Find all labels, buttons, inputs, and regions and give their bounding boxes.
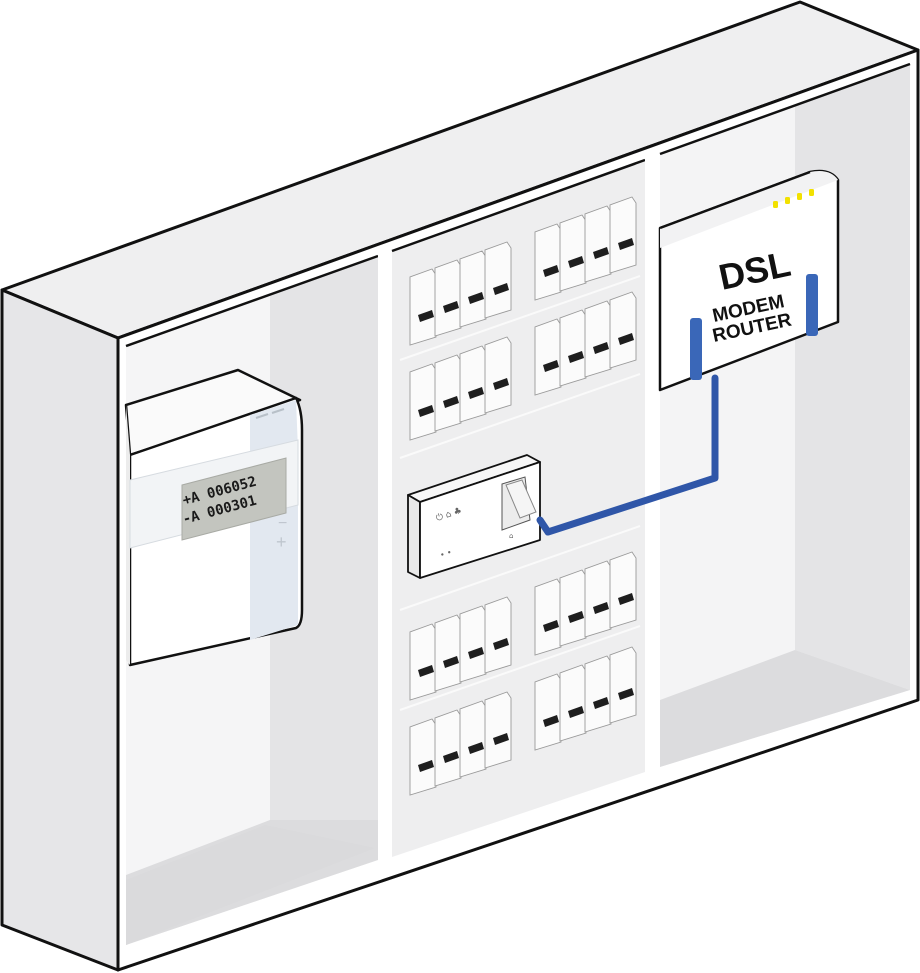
breaker-banks: [409, 196, 637, 796]
breaker-row: [534, 196, 637, 301]
breaker-toggle[interactable]: [493, 733, 509, 745]
circuit-breaker: [434, 709, 462, 787]
breaker-row: [534, 551, 637, 656]
circuit-breaker: [584, 560, 612, 638]
breaker-toggle[interactable]: [543, 715, 559, 727]
circuit-breaker: [584, 205, 612, 283]
circuit-breaker: [609, 196, 637, 274]
breaker-toggle[interactable]: [568, 611, 584, 623]
circuit-breaker: [559, 664, 587, 742]
network-cable: [536, 374, 719, 536]
breaker-toggle[interactable]: [443, 396, 459, 408]
meter-lcd-display: [181, 457, 287, 541]
cabinet-left-face: [0, 288, 120, 972]
breaker-toggle[interactable]: [618, 238, 634, 250]
circuit-breaker: [584, 300, 612, 378]
breaker-toggle[interactable]: [593, 697, 609, 709]
router-led: [785, 197, 790, 204]
circuit-breaker: [434, 259, 462, 337]
router-led: [773, 201, 778, 208]
breaker-toggle[interactable]: [468, 292, 484, 304]
breaker-row: [534, 291, 637, 396]
breaker-toggle[interactable]: [443, 301, 459, 313]
breaker-toggle[interactable]: [568, 351, 584, 363]
circuit-breaker: [609, 646, 637, 724]
breaker-row: [409, 241, 512, 346]
breaker-toggle[interactable]: [568, 706, 584, 718]
port-icon: ⌂: [509, 532, 513, 540]
breaker-toggle[interactable]: [543, 265, 559, 277]
breaker-toggle[interactable]: [468, 387, 484, 399]
breaker-toggle[interactable]: [493, 638, 509, 650]
circuit-breaker: [534, 223, 562, 301]
breaker-toggle[interactable]: [418, 760, 434, 772]
circuit-breaker: [409, 363, 437, 441]
breaker-toggle[interactable]: [418, 405, 434, 417]
meter-plus-button[interactable]: +: [276, 532, 287, 552]
circuit-breaker: [534, 673, 562, 751]
circuit-breaker: [409, 718, 437, 796]
breaker-row: [409, 336, 512, 441]
breaker-toggle[interactable]: [618, 333, 634, 345]
circuit-breaker: [484, 691, 512, 769]
breaker-toggle[interactable]: [543, 360, 559, 372]
meter-indicator-dash: [255, 413, 269, 419]
circuit-breaker: [609, 551, 637, 629]
breaker-toggle[interactable]: [543, 620, 559, 632]
router-bracket-right: [806, 274, 818, 336]
circuit-breaker: [584, 655, 612, 733]
router-led: [797, 193, 802, 200]
breaker-toggle[interactable]: [593, 602, 609, 614]
breaker-toggle[interactable]: [493, 378, 509, 390]
circuit-breaker: [409, 268, 437, 346]
meter-minus-button[interactable]: −: [278, 515, 287, 532]
electricity-meter: +A 006052 -A 000301 − +: [124, 368, 304, 667]
breaker-toggle[interactable]: [418, 665, 434, 677]
circuit-breaker: [484, 596, 512, 674]
right-compartment: [659, 62, 911, 767]
breaker-toggle[interactable]: [443, 656, 459, 668]
circuit-breaker: [434, 614, 462, 692]
router-status-leds: [773, 189, 814, 208]
circuit-breaker: [534, 578, 562, 656]
router-bracket-left: [690, 318, 702, 380]
breaker-toggle[interactable]: [618, 593, 634, 605]
circuit-breaker: [559, 569, 587, 647]
circuit-breaker: [484, 336, 512, 414]
breaker-row: [409, 596, 512, 701]
circuit-breaker: [434, 354, 462, 432]
breaker-toggle[interactable]: [568, 256, 584, 268]
circuit-breaker: [559, 214, 587, 292]
circuit-breaker: [484, 241, 512, 319]
breaker-row: [534, 646, 637, 751]
circuit-breaker: [459, 345, 487, 423]
router-led: [809, 189, 814, 196]
circuit-breaker: [409, 623, 437, 701]
circuit-breaker: [609, 291, 637, 369]
breaker-toggle[interactable]: [493, 283, 509, 295]
circuit-breaker: [459, 250, 487, 328]
circuit-breaker: [559, 309, 587, 387]
breaker-toggle[interactable]: [618, 688, 634, 700]
circuit-breaker: [459, 700, 487, 778]
breaker-toggle[interactable]: [468, 742, 484, 754]
powerline-adapter: ⏻ ⌂ ♣ • • ⌂: [407, 454, 541, 579]
dsl-modem-router: DSL MODEM ROUTER: [658, 169, 840, 392]
circuit-breaker: [534, 318, 562, 396]
breaker-toggle[interactable]: [468, 647, 484, 659]
breaker-toggle[interactable]: [443, 751, 459, 763]
breaker-toggle[interactable]: [418, 310, 434, 322]
breaker-toggle[interactable]: [593, 342, 609, 354]
circuit-breaker: [459, 605, 487, 683]
lower-status-icons: • •: [439, 548, 453, 560]
breaker-row: [409, 691, 512, 796]
breaker-toggle[interactable]: [593, 247, 609, 259]
